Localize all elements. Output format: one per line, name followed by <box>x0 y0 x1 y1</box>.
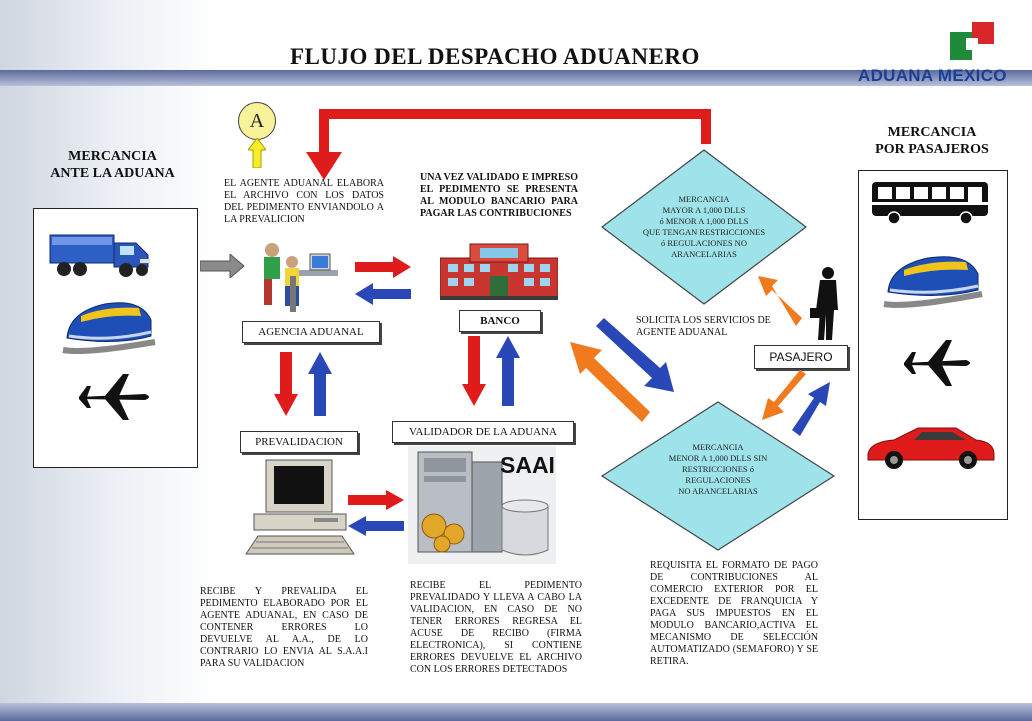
train-icon <box>55 290 163 360</box>
blue-arrow-up-agencia <box>308 352 332 416</box>
person-icon <box>808 266 842 342</box>
saai-label: SAAI <box>500 452 555 478</box>
orange-arrow-diamond-to-banco <box>566 338 650 422</box>
diamond-bottom-text: MERCANCIA MENOR A 1,000 DLLS SIN RESTRIC… <box>668 442 768 496</box>
diamond-bottom <box>598 400 838 552</box>
agente-text: EL AGENTE ADUANAL ELABORA EL ARCHIVO CON… <box>224 178 384 225</box>
plane-icon <box>75 372 155 422</box>
pasajero-label: PASAJERO <box>754 345 848 369</box>
plane-icon-right <box>900 338 976 388</box>
right-panel-heading: MERCANCIA POR PASAJEROS <box>875 125 989 157</box>
requisita-text: REQUISITA EL FORMATO DE PAGO DE CONTRIBU… <box>650 560 818 667</box>
bus-icon <box>870 178 994 226</box>
page-title: FLUJO DEL DESPACHO ADUANERO <box>290 44 700 69</box>
footer-band <box>0 703 1032 721</box>
red-arrow-down-validador <box>462 336 486 406</box>
logo-text: ADUANA MEXICO <box>858 66 1007 85</box>
blue-arrow-diamond-to-pasajero <box>792 382 832 436</box>
banco-label: BANCO <box>459 310 541 332</box>
red-arrow-to-saai <box>348 490 404 510</box>
red-arrow-to-banco <box>355 256 411 278</box>
validador-label: VALIDADOR DE LA ADUANA <box>392 421 574 443</box>
red-return-arrow <box>290 108 720 188</box>
prevalidacion-label: PREVALIDACION <box>240 431 358 453</box>
recibe-prevalida-text: RECIBE Y PREVALIDA EL PEDIMENTO ELABORAD… <box>200 586 368 669</box>
agencia-aduanal-label: AGENCIA ADUANAL <box>242 321 380 343</box>
solicita-text: SOLICITA LOS SERVICIOS DE AGENTE ADUANAL <box>636 315 771 338</box>
red-arrow-down-prevalidacion <box>274 352 298 416</box>
diamond-top <box>598 148 810 306</box>
left-panel-heading: MERCANCIA ANTE LA ADUANA <box>50 149 175 181</box>
train-icon-right <box>878 248 990 312</box>
connector-a-marker: A <box>238 102 276 140</box>
title-band <box>0 70 1032 86</box>
bank-icon <box>439 240 559 302</box>
computer-icon <box>244 458 356 558</box>
aduana-logo-mark <box>950 22 994 62</box>
car-icon <box>864 420 998 470</box>
gray-arrow <box>199 252 246 280</box>
blue-arrow-to-agencia <box>355 283 411 305</box>
orange-arrow-pasajero-to-diamond-top <box>756 276 802 326</box>
yellow-up-arrow <box>247 137 267 169</box>
truck-icon <box>48 225 156 281</box>
validado-text: UNA VEZ VALIDADO E IMPRESO EL PEDIMENTO … <box>420 172 578 219</box>
diamond-top-text: MERCANCIA MAYOR A 1,000 DLLS ó MENOR A 1… <box>642 194 766 259</box>
right-vehicles-box <box>858 170 1008 520</box>
server-icon <box>408 446 556 564</box>
connector-a-label: A <box>249 109 265 132</box>
orange-arrow-pasajero-to-diamond-bottom <box>762 370 806 422</box>
office-icon <box>250 240 340 312</box>
blue-arrow-up-banco <box>496 336 520 406</box>
recibe-pedimento-text: RECIBE EL PEDIMENTO PREVALIDADO Y LLEVA … <box>410 580 582 675</box>
blue-arrow-to-prevalidacion <box>348 516 404 536</box>
blue-arrow-banco-to-diamond <box>596 318 676 394</box>
